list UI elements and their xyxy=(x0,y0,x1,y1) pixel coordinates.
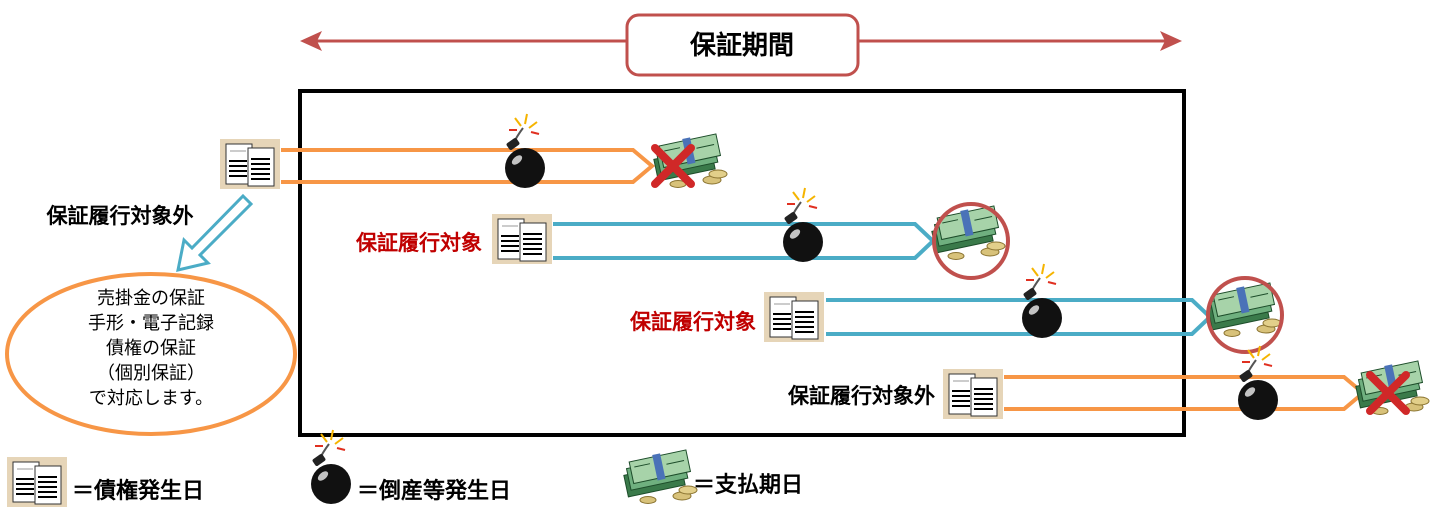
document-icon xyxy=(763,291,825,343)
timeline-row-2 xyxy=(491,187,1010,280)
individual-guarantee-oval xyxy=(5,272,297,436)
oval-line-3: 債権の保証 xyxy=(106,338,196,359)
timeline-row-1 xyxy=(219,113,728,190)
oval-line-2: 手形・電子記録 xyxy=(88,313,214,334)
document-icon xyxy=(219,138,281,190)
bomb-icon xyxy=(310,429,352,505)
claim-period-arrow xyxy=(281,148,656,184)
legend: ＝債権発生日 ＝倒産等発生日 ＝支払期日 xyxy=(6,429,803,508)
legend-payment-date: ＝支払期日 xyxy=(693,473,803,498)
document-icon xyxy=(491,213,553,265)
guarantee-period-label-box xyxy=(625,13,860,77)
document-icon xyxy=(6,456,68,508)
timeline-row-3 xyxy=(763,263,1284,354)
oval-line-5: で対応します。 xyxy=(89,388,213,409)
money-stack-icon xyxy=(620,447,698,504)
guarantee-period-label: 保証期間 xyxy=(689,30,794,61)
claim-period-arrow xyxy=(826,298,1213,336)
claim-period-arrow xyxy=(553,222,936,260)
oval-line-4: （個別保証） xyxy=(97,363,205,384)
bomb-icon xyxy=(1237,345,1279,421)
out-of-scope-arrow xyxy=(176,193,254,272)
guarantee-period-box xyxy=(298,89,1186,437)
timeline-row-4 xyxy=(942,345,1430,421)
row-4-label: 保証履行対象外 xyxy=(787,384,935,408)
row-3-label: 保証履行対象 xyxy=(629,310,756,334)
row-2-label: 保証履行対象 xyxy=(355,231,482,255)
legend-bankruptcy-date: ＝倒産等発生日 xyxy=(357,478,511,504)
legend-claim-date: ＝債権発生日 xyxy=(72,478,204,504)
left-out-of-scope-label: 保証履行対象外 xyxy=(46,204,194,228)
red-circle-icon xyxy=(1206,276,1284,354)
document-icon xyxy=(942,368,1004,420)
oval-line-1: 売掛金の保証 xyxy=(97,288,205,309)
red-circle-icon xyxy=(932,202,1010,280)
